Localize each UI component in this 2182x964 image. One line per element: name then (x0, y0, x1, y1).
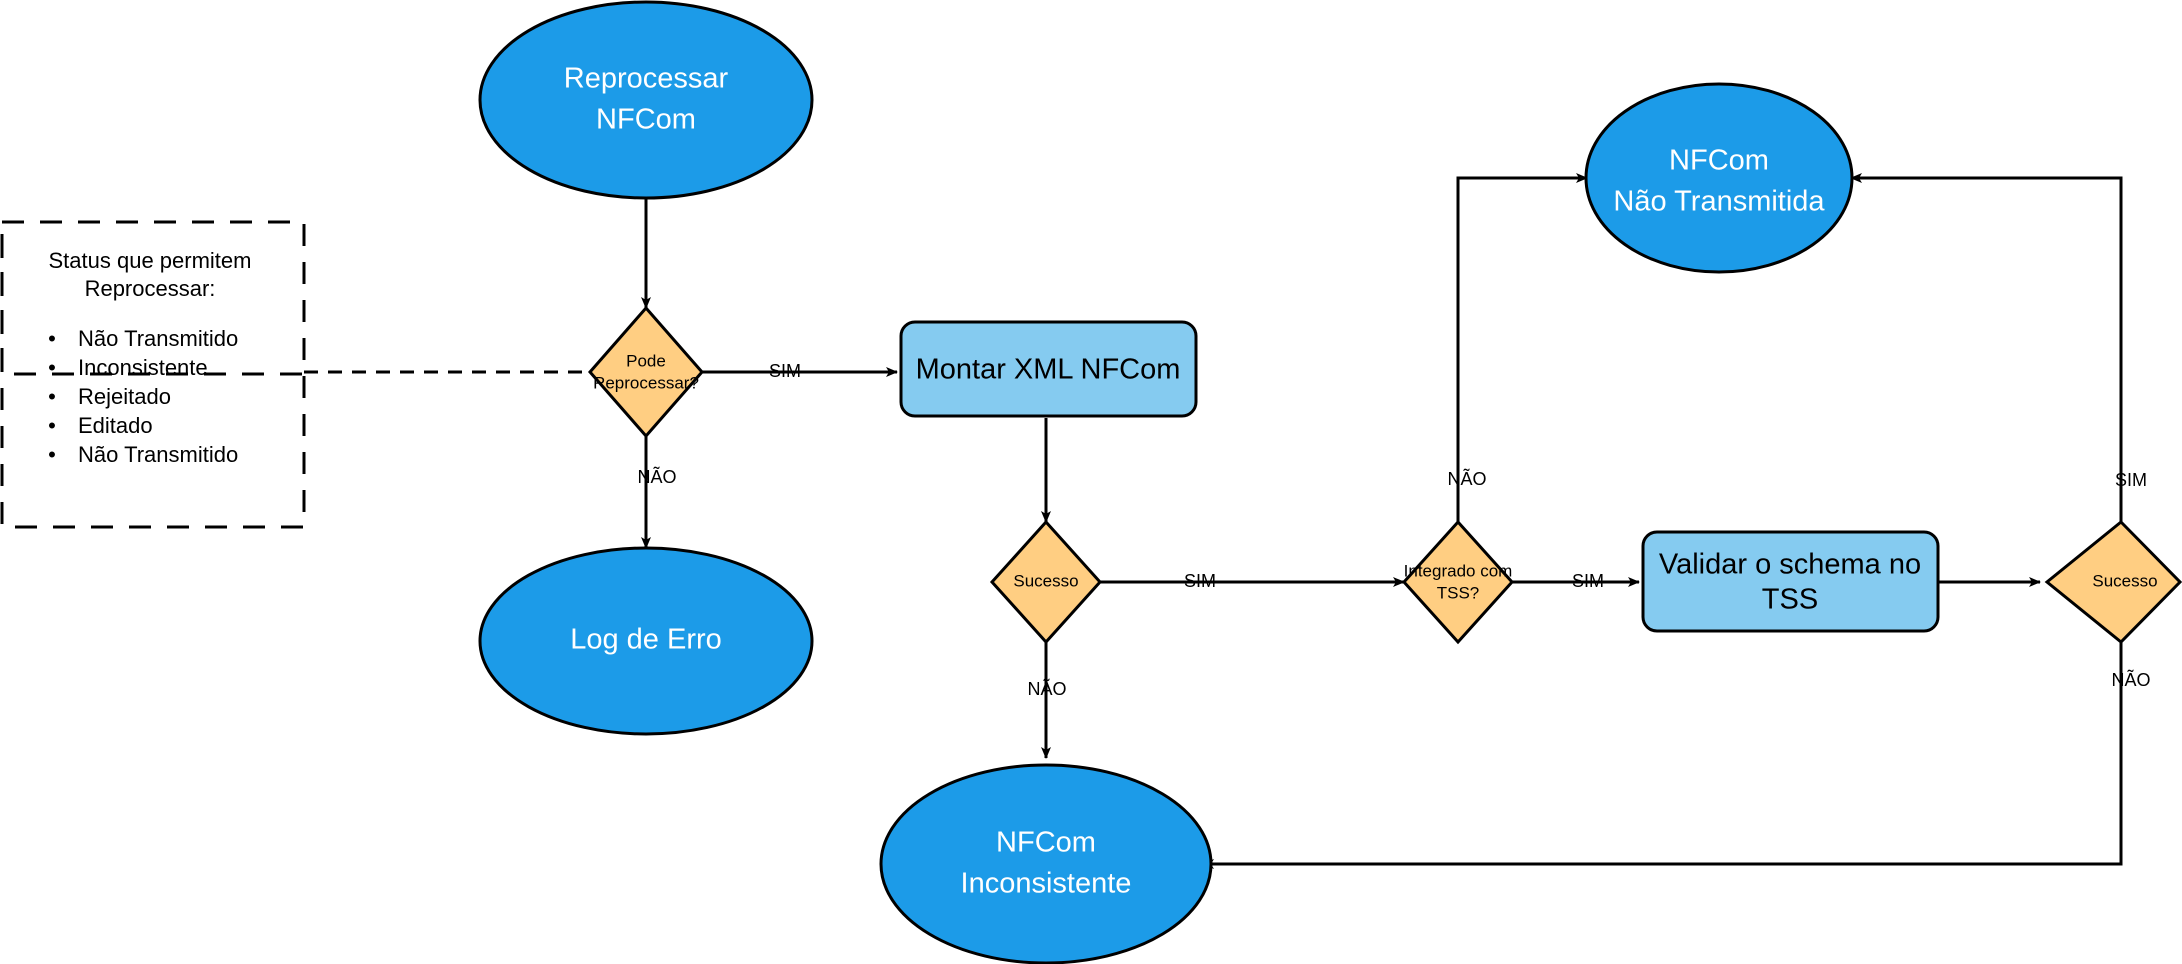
edge-layer (304, 173, 2123, 869)
note-bullet-2: • (48, 384, 56, 409)
sucesso-validacao-label: Sucesso (2092, 571, 2157, 590)
validar-schema-tss-box[interactable] (1641, 530, 1940, 633)
integrado-com-tss-label-2: TSS? (1437, 583, 1480, 602)
node-pode-reprocessar[interactable]: Pode Reprocessar? (588, 305, 704, 439)
node-validar-schema-tss[interactable]: Validar o schema no TSS (1641, 530, 1940, 633)
reprocessar-nfcom-ellipse[interactable] (478, 0, 814, 200)
edge-sucesso2-nao-to-inconsistente (1202, 642, 2123, 869)
node-montar-xml-nfcom[interactable]: Montar XML NFCom (899, 320, 1198, 418)
nfcom-inconsistente-ellipse[interactable] (879, 763, 1213, 964)
note-item-1: Inconsistente (78, 355, 208, 380)
edge-label-pode-nao: NÃO (637, 466, 676, 487)
sucesso-montagem-diamond[interactable] (989, 519, 1103, 645)
sucesso-validacao-diamond[interactable] (2044, 519, 2182, 645)
montar-xml-nfcom-label: Montar XML NFCom (916, 354, 1181, 386)
note-status-reprocessar: Status que permitem Reprocessar: • Não T… (0, 220, 306, 529)
note-bullet-1: • (48, 355, 56, 380)
edge-sucesso2-sim-to-nao-transmitida (1850, 173, 2123, 522)
edge-label-validacao-sim: SIM (2115, 470, 2147, 490)
validar-schema-tss-label-1: Validar o schema no (1659, 549, 1921, 581)
node-reprocessar-nfcom[interactable]: Reprocessar NFCom (478, 0, 814, 200)
note-item-0: Não Transmitido (78, 326, 238, 351)
edge-label-tss-nao: NÃO (1447, 468, 1486, 489)
note-box-frame (0, 220, 306, 529)
edge-label-tss-sim: SIM (1572, 571, 1604, 591)
pode-reprocessar-diamond[interactable] (588, 305, 704, 439)
pode-reprocessar-label-2: Reprocessar? (593, 373, 699, 392)
edge-label-layer: SIM NÃO SIM NÃO NÃO SIM SIM NÃO (637, 361, 2150, 699)
edge-label-sucesso-montagem-nao: NÃO (1027, 678, 1066, 699)
integrado-com-tss-diamond[interactable] (1401, 519, 1515, 645)
nfcom-nao-transmitida-label-2: Não Transmitida (1613, 186, 1825, 218)
note-bullet-0: • (48, 326, 56, 351)
node-log-de-erro[interactable]: Log de Erro (478, 546, 814, 736)
reprocessar-nfcom-label-1: Reprocessar (564, 63, 729, 95)
nfcom-nao-transmitida-ellipse[interactable] (1584, 82, 1854, 274)
note-item-2: Rejeitado (78, 384, 171, 409)
edge-label-pode-sim: SIM (769, 361, 801, 381)
edge-tss-nao-to-nao-transmitida (1456, 173, 1588, 522)
validar-schema-tss-label-2: TSS (1762, 584, 1818, 616)
note-title-line-2: Reprocessar: (85, 276, 216, 301)
nfcom-inconsistente-label-1: NFCom (996, 827, 1096, 859)
node-nfcom-nao-transmitida[interactable]: NFCom Não Transmitida (1584, 82, 1854, 274)
note-item-4: Não Transmitido (78, 442, 238, 467)
note-bullet-4: • (48, 442, 56, 467)
node-nfcom-inconsistente[interactable]: NFCom Inconsistente (879, 763, 1213, 964)
pode-reprocessar-label-1: Pode (626, 351, 666, 370)
log-de-erro-ellipse[interactable] (478, 546, 814, 736)
integrado-com-tss-label-1: Integrado com (1404, 561, 1513, 580)
nfcom-nao-transmitida-label-1: NFCom (1669, 145, 1769, 177)
node-sucesso-montagem[interactable]: Sucesso (989, 519, 1103, 645)
nfcom-inconsistente-label-2: Inconsistente (961, 868, 1132, 900)
edge-label-sucesso-montagem-sim: SIM (1184, 571, 1216, 591)
edge-label-validacao-nao: NÃO (2111, 669, 2150, 690)
montar-xml-nfcom-box[interactable] (899, 320, 1198, 418)
log-de-erro-label: Log de Erro (570, 624, 722, 656)
node-sucesso-validacao[interactable]: Sucesso (2044, 519, 2182, 645)
node-integrado-com-tss[interactable]: Integrado com TSS? (1401, 519, 1515, 645)
note-bullet-3: • (48, 413, 56, 438)
note-item-3: Editado (78, 413, 153, 438)
note-title-line-1: Status que permitem (49, 248, 252, 273)
sucesso-montagem-label: Sucesso (1013, 571, 1078, 590)
reprocessar-nfcom-label-2: NFCom (596, 104, 696, 136)
